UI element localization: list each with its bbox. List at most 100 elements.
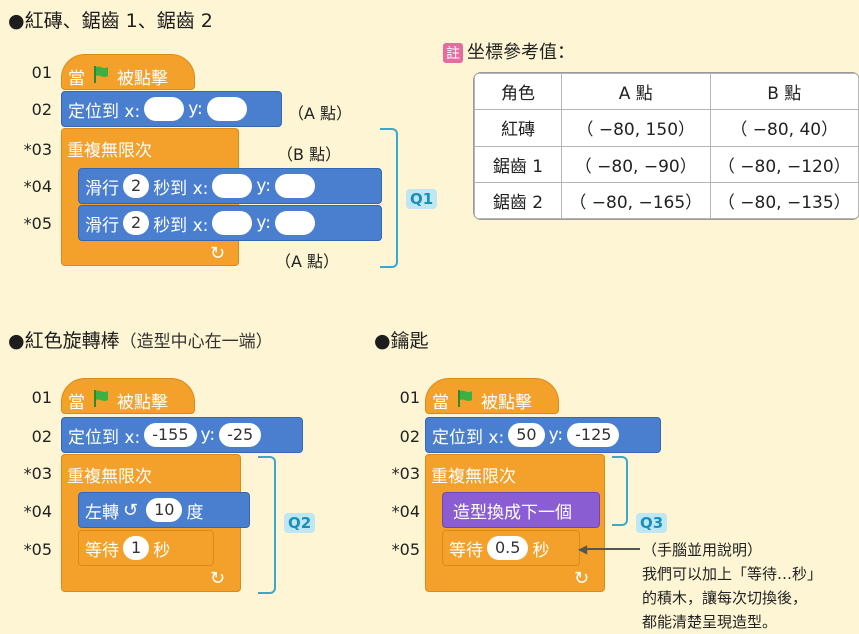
y-label: y:	[200, 425, 216, 445]
y-label: y:	[188, 99, 203, 119]
y-input[interactable]	[206, 97, 247, 121]
hat-label-right: 被點擊	[481, 392, 532, 413]
wait-seconds-input[interactable]: 1	[123, 536, 150, 560]
q1-bracket	[380, 128, 398, 268]
wait-block[interactable]: 等待 1 秒	[78, 530, 214, 566]
explanation-line: 都能清楚呈現造型。	[642, 613, 778, 631]
y-input[interactable]	[274, 174, 315, 198]
goto-label: 定位到 x:	[432, 427, 505, 448]
glide-secs-input[interactable]: 2	[123, 211, 150, 235]
line-number: *05	[23, 214, 52, 233]
goto-xy-block[interactable]: 定位到 x: 50 y: -125	[425, 417, 661, 453]
line-number: *04	[23, 177, 52, 196]
turn-label: 左轉	[85, 502, 119, 523]
note-b-point: （B 點）	[277, 145, 342, 164]
glide-to-label: 秒到 x:	[153, 178, 209, 199]
coordinate-table: 角色 A 點 B 點 紅磚 （ −80, 150） （ −80, 40） 鋸齒 …	[473, 72, 859, 220]
glide-block[interactable]: 滑行 2 秒到 x: y:	[78, 205, 382, 241]
q2-badge: Q2	[284, 513, 316, 533]
next-costume-label: 造型換成下一個	[453, 502, 572, 523]
explanation-title: （手腦並用說明）	[642, 541, 763, 559]
wait-label: 等待	[85, 540, 119, 561]
table-cell: （ −80, −120）	[709, 145, 859, 183]
forever-label: 重複無限次	[67, 141, 152, 161]
table-cell: （ −80, −90）	[561, 145, 711, 183]
hat-label: 當	[432, 392, 449, 413]
loop-arrow-icon: ↻	[574, 568, 590, 589]
line-number: *03	[23, 140, 52, 159]
green-flag-icon	[91, 388, 111, 413]
next-costume-block[interactable]: 造型換成下一個	[442, 492, 600, 528]
hat-label: 當	[68, 68, 85, 89]
line-number: *05	[23, 540, 52, 559]
line-number: 01	[31, 388, 52, 407]
x-input[interactable]	[144, 97, 185, 121]
table-cell: （ −80, 150）	[561, 109, 711, 147]
line-number: *04	[23, 502, 52, 521]
heading-rod: ●紅色旋轉棒（造型中心在一端）	[8, 326, 273, 353]
line-number: 02	[31, 100, 52, 119]
heading-top: ●紅磚、鋸齒 1、鋸齒 2	[8, 10, 213, 32]
header-a: A 點	[561, 73, 711, 111]
table-cell: （ −80, 40）	[709, 109, 859, 147]
note-badge: 註	[443, 43, 463, 63]
y-input[interactable]: -125	[567, 423, 620, 447]
note-a-point-2: （A 點）	[275, 252, 340, 271]
goto-xy-block[interactable]: 定位到 x: y:	[61, 91, 282, 127]
explanation-note: （手腦並用說明） 我們可以加上「等待…秒」 的積木，讓每次切換後， 都能清楚呈現…	[642, 538, 822, 634]
wait-block[interactable]: 等待 0.5 秒	[442, 530, 580, 566]
table-header-row: 角色 A 點 B 點	[474, 73, 859, 111]
goto-label: 定位到 x:	[68, 427, 141, 448]
table-note-title: 坐標參考值：	[467, 42, 575, 63]
y-input[interactable]: -25	[219, 423, 262, 447]
glide-label: 滑行	[85, 215, 119, 236]
q3-bracket	[612, 456, 628, 526]
hat-label-right: 被點擊	[117, 392, 168, 413]
turn-left-block[interactable]: 左轉 ↺ 10 度	[78, 492, 250, 528]
heading-rod-title: ●紅色旋轉棒	[8, 330, 120, 352]
note-a-point: （A 點）	[288, 104, 353, 123]
loop-arrow-icon: ↻	[210, 243, 226, 264]
turn-unit: 度	[186, 502, 204, 523]
pointer-arrowhead-icon: ◀	[578, 542, 588, 556]
x-input[interactable]	[212, 174, 253, 198]
glide-label: 滑行	[85, 178, 119, 199]
hat-label-right: 被點擊	[117, 68, 168, 89]
q2-bracket	[258, 456, 276, 594]
green-flag-icon	[91, 64, 111, 89]
table-cell: （ −80, −165）	[561, 181, 711, 219]
line-number: *05	[391, 540, 420, 559]
loop-arrow-icon: ↻	[210, 568, 226, 589]
x-input[interactable]: -155	[144, 423, 197, 447]
q1-badge: Q1	[406, 189, 438, 209]
goto-label: 定位到 x:	[68, 101, 141, 122]
line-number: 02	[399, 427, 420, 446]
x-input[interactable]	[212, 211, 253, 235]
pointer-line	[582, 548, 640, 550]
glide-secs-input[interactable]: 2	[123, 174, 150, 198]
rotate-left-icon: ↺	[123, 499, 139, 521]
glide-block[interactable]: 滑行 2 秒到 x: y:	[78, 168, 382, 204]
table-cell: 鋸齒 1	[474, 145, 562, 183]
when-flag-clicked-block[interactable]: 當 被點擊	[425, 378, 559, 414]
wait-seconds-input[interactable]: 0.5	[487, 536, 529, 560]
y-label: y:	[256, 213, 271, 233]
y-input[interactable]	[274, 211, 315, 235]
header-role: 角色	[474, 73, 562, 111]
green-flag-icon	[455, 388, 475, 413]
table-row: 鋸齒 1 （ −80, −90） （ −80, −120）	[474, 145, 859, 183]
line-number: *03	[23, 464, 52, 483]
forever-label: 重複無限次	[67, 467, 152, 487]
when-flag-clicked-block[interactable]: 當 被點擊	[61, 54, 195, 90]
table-cell: （ −80, −135）	[709, 181, 859, 219]
goto-xy-block[interactable]: 定位到 x: -155 y: -25	[61, 417, 303, 453]
y-label: y:	[256, 176, 271, 196]
when-flag-clicked-block[interactable]: 當 被點擊	[61, 378, 195, 414]
table-note: 註坐標參考值：	[443, 38, 575, 64]
x-input[interactable]: 50	[508, 423, 545, 447]
wait-unit: 秒	[153, 540, 171, 561]
line-number: *03	[391, 464, 420, 483]
y-label: y:	[548, 425, 564, 445]
hat-label: 當	[68, 392, 85, 413]
turn-degrees-input[interactable]: 10	[146, 498, 183, 522]
